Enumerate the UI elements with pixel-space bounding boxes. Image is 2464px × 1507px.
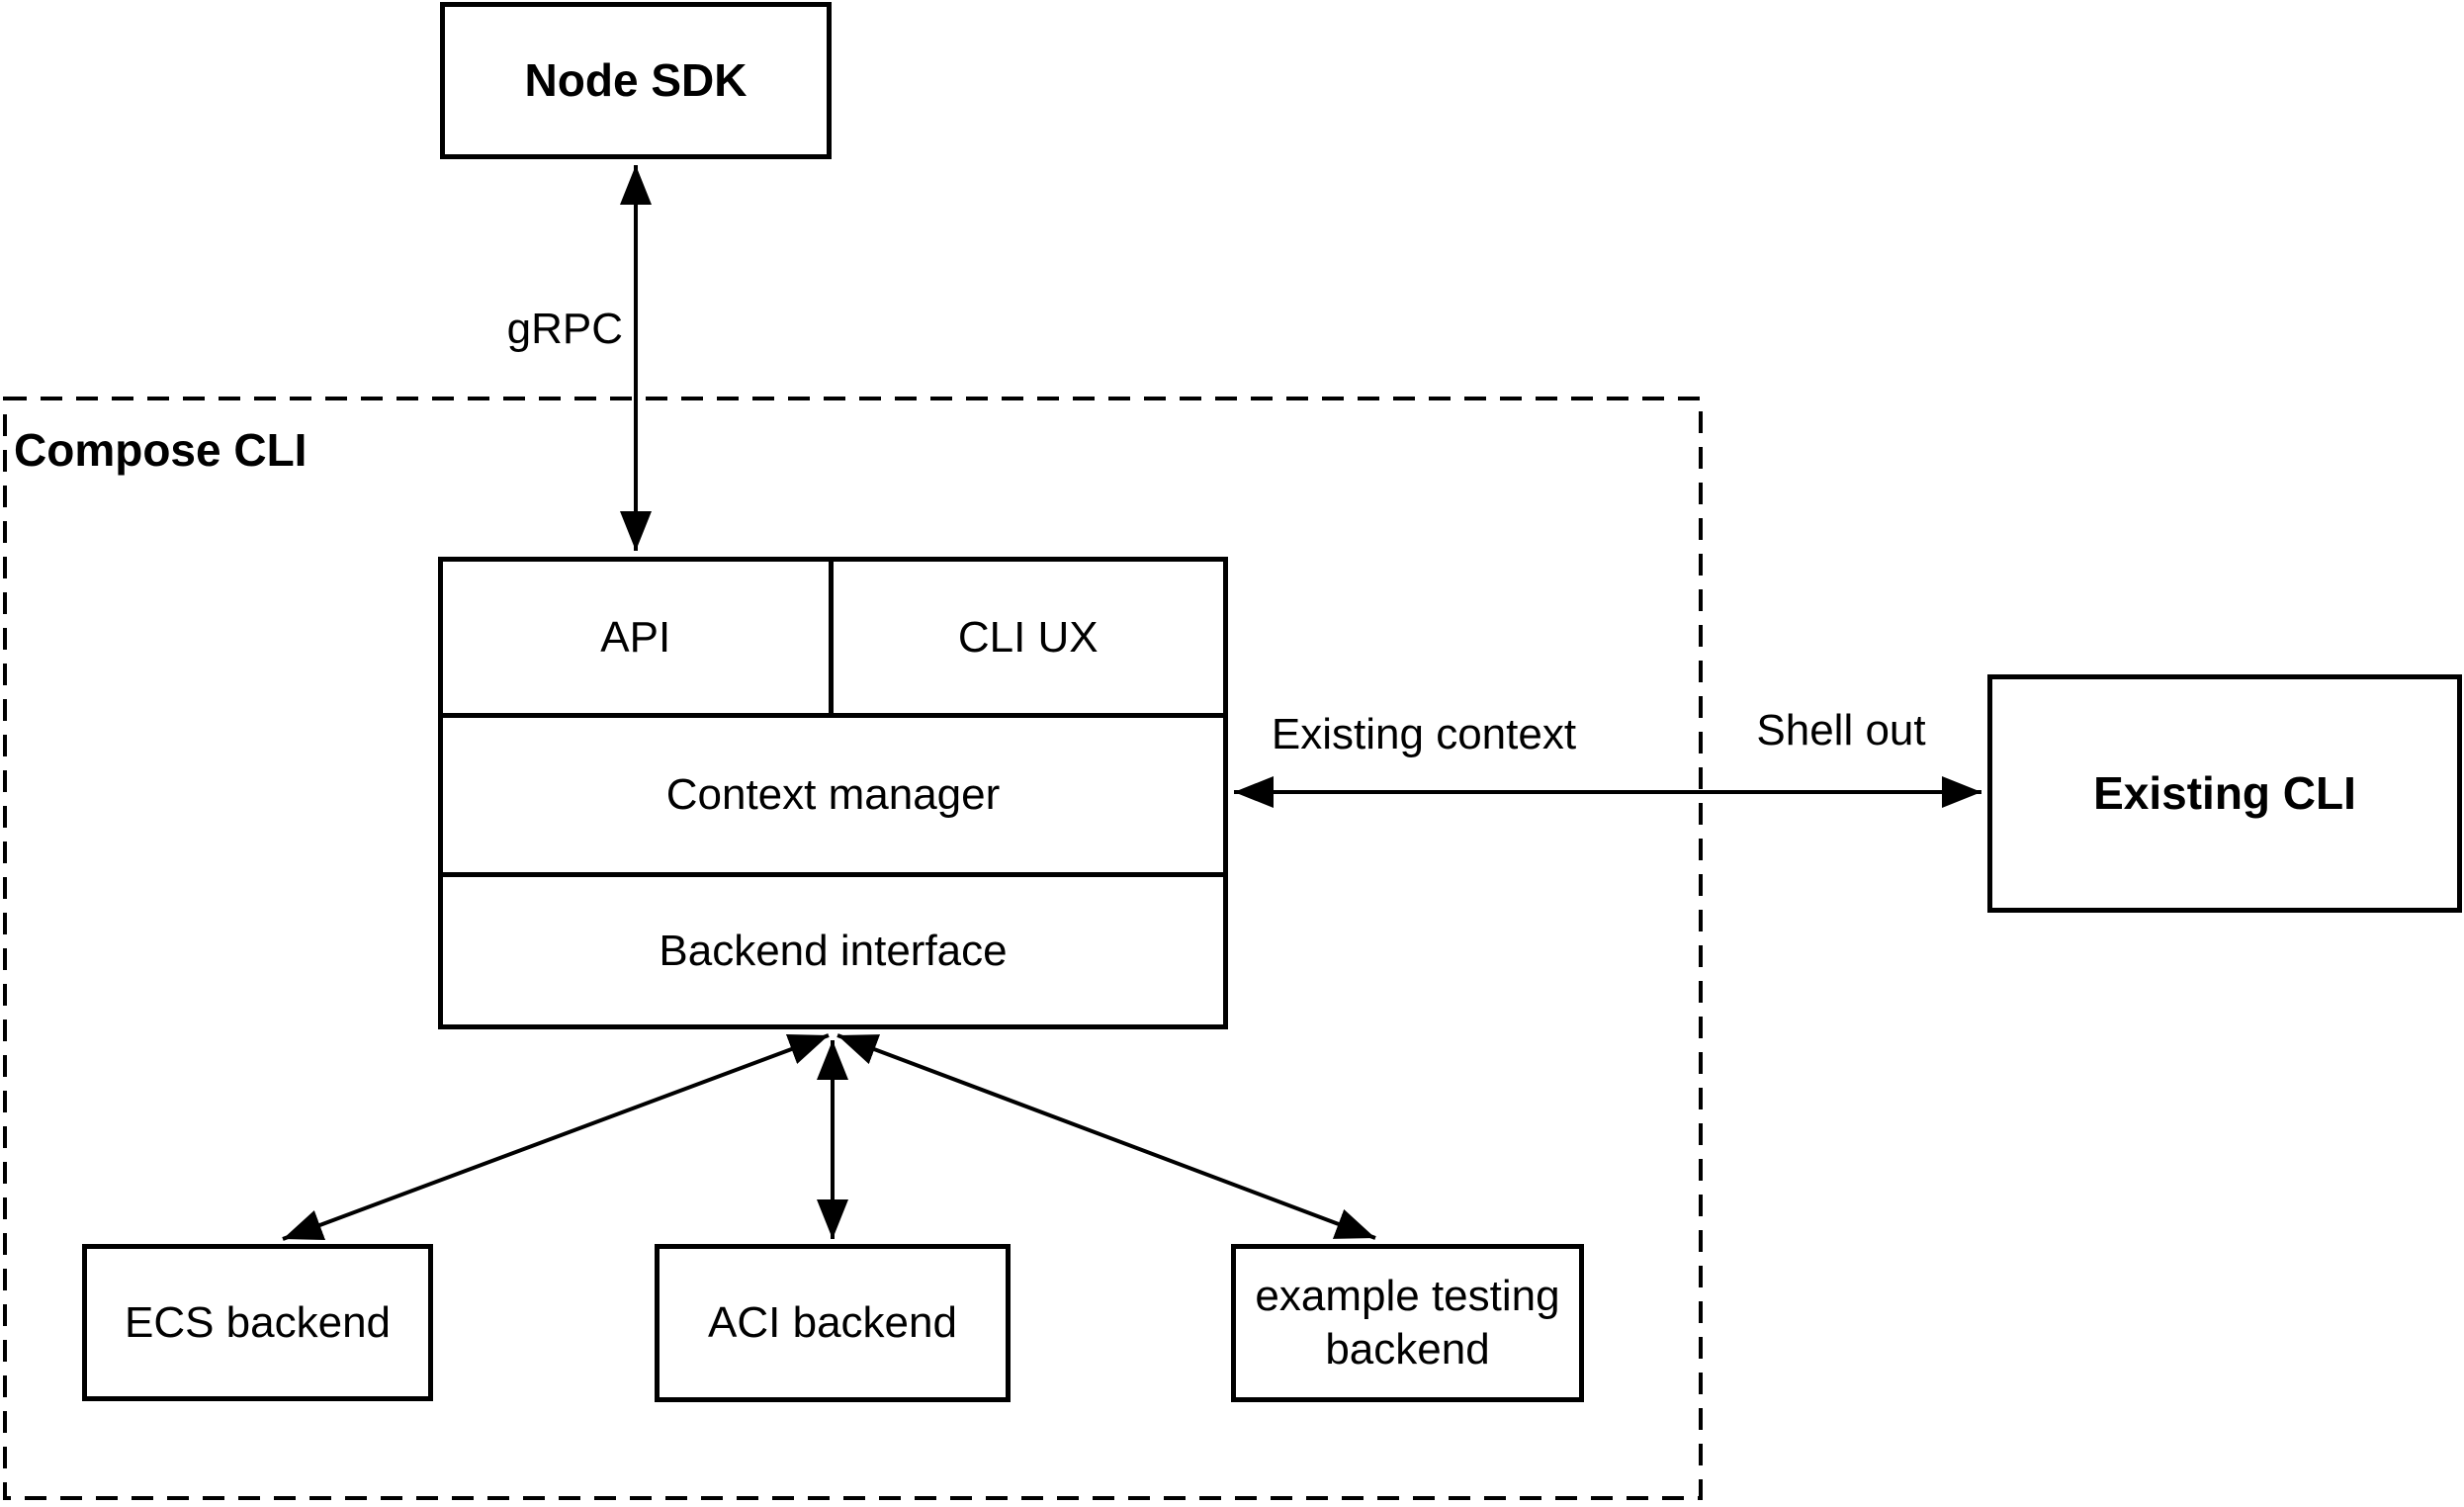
ecs-backend-box: ECS backend (82, 1244, 433, 1401)
aci-backend-box: ACI backend (655, 1244, 1011, 1402)
cli-ux-cell: CLI UX (957, 612, 1099, 662)
compose-cli-dashed-border (3, 397, 1703, 1500)
compose-cli-container-label: Compose CLI (14, 424, 308, 476)
shell-out-edge-label: Shell out (1756, 706, 1926, 754)
existing-context-edge-label: Existing context (1271, 710, 1577, 758)
grpc-edge-label: gRPC (506, 305, 623, 353)
compose-cli-stack-box: API CLI UX Context manager Backend inter… (438, 557, 1228, 1029)
existing-cli-box: Existing CLI (1987, 674, 2462, 913)
backend-interface-cell: Backend interface (659, 926, 1008, 975)
example-backend-arrow (836, 1033, 1376, 1240)
example-testing-backend-box: example testing backend (1231, 1244, 1584, 1402)
context-manager-cell: Context manager (443, 718, 1223, 877)
node-sdk-box: Node SDK (440, 2, 832, 159)
stack-top-row: API CLI UX (443, 562, 1223, 718)
ecs-backend-arrow (282, 1033, 830, 1241)
api-cell: API (443, 562, 834, 713)
